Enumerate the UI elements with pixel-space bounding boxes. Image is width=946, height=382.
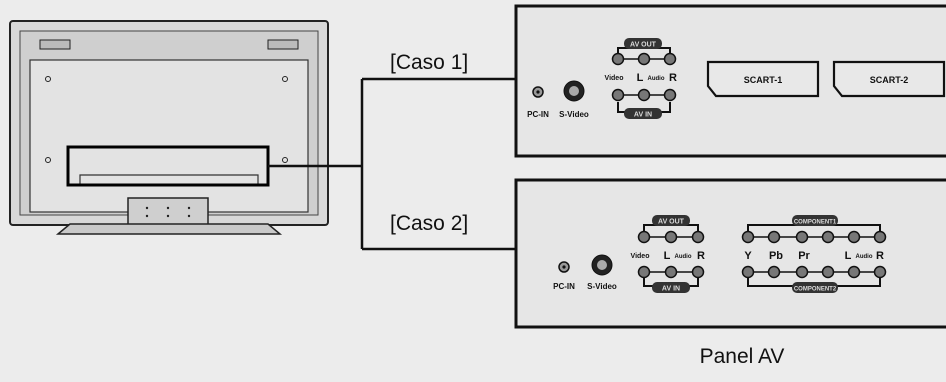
scart2-label: SCART-2	[870, 75, 909, 85]
tv-stand-neck	[127, 197, 209, 227]
component1-tag	[792, 215, 838, 226]
av-out-label: AV OUT	[658, 219, 685, 226]
av-in-label: AV IN	[634, 112, 652, 119]
panel-av-caption: Panel AV	[700, 345, 785, 368]
port-center	[536, 90, 540, 94]
stand-dot	[145, 206, 149, 210]
port-center	[597, 260, 607, 270]
av-out-audio-r-jack-icon	[691, 230, 705, 244]
comp-pb-label: Pb	[769, 250, 783, 262]
screw-icon	[282, 157, 288, 163]
comp-y-label: Y	[744, 250, 752, 262]
tv-stand-base	[55, 223, 283, 235]
av-out-label: AV OUT	[630, 42, 657, 49]
s-video-label: S-Video	[559, 110, 589, 119]
av-out-tag	[652, 215, 690, 226]
stand-dot	[187, 206, 191, 210]
av-in-video-jack-icon	[611, 88, 625, 102]
av-panel-case1: PC-IN S-Video AV OUT AV IN Video L Audio…	[514, 4, 946, 158]
av-in-label: AV IN	[662, 286, 680, 293]
av-in-tag	[624, 108, 662, 119]
stand-dot	[145, 214, 149, 218]
av-out-tag	[624, 38, 662, 49]
audio-r-label: R	[669, 72, 677, 84]
audio-label: Audio	[675, 254, 692, 260]
comp2-pb-jack-icon	[767, 265, 781, 279]
panel2-frame	[514, 178, 946, 329]
comp1-audio-l-jack-icon	[821, 230, 835, 244]
comp1-pb-jack-icon	[767, 230, 781, 244]
comp1-pr-jack-icon	[795, 230, 809, 244]
stand-dot	[166, 214, 170, 218]
comp2-audio-r-jack-icon	[873, 265, 887, 279]
component2-tag	[792, 282, 838, 293]
component2-label: COMPONENT2	[794, 287, 837, 293]
case2-label: [Caso 2]	[390, 212, 468, 235]
audio-l-label: L	[637, 72, 644, 84]
tv-handle-left	[39, 39, 71, 50]
av-out-audio-r-jack-icon	[663, 52, 677, 66]
video-label: Video	[631, 253, 650, 260]
video-label: Video	[605, 75, 624, 82]
tv-handle-right	[267, 39, 299, 50]
comp2-pr-jack-icon	[795, 265, 809, 279]
audio-l-label: L	[664, 250, 671, 262]
stand-dot	[166, 206, 170, 210]
av-out-video-jack-icon	[637, 230, 651, 244]
comp2-audio-l-jack-icon	[821, 265, 835, 279]
av-out-audio-l-jack-icon	[664, 230, 678, 244]
tv-bracket	[79, 174, 259, 185]
scart1-label: SCART-1	[744, 75, 783, 85]
av-in-audio-l-jack-icon	[664, 265, 678, 279]
av-in-video-jack-icon	[637, 265, 651, 279]
av-in-tag	[652, 282, 690, 293]
comp-audio-label: Audio	[856, 254, 873, 260]
audio-r-label: R	[697, 250, 705, 262]
port-center	[562, 265, 566, 269]
connector-lines	[268, 77, 516, 251]
comp2-y-jack-icon	[741, 265, 755, 279]
tv-rear-view	[9, 20, 329, 235]
component1-label: COMPONENT1	[794, 220, 837, 226]
comp1-audio-r-jack-icon	[873, 230, 887, 244]
audio-label: Audio	[648, 76, 665, 82]
port-center	[569, 86, 579, 96]
tv-back-panel	[29, 59, 309, 213]
comp-audio-r-label: R	[876, 250, 884, 262]
pc-in-label: PC-IN	[527, 110, 549, 119]
comp2-audio-mid-jack-icon	[847, 265, 861, 279]
case1-label: [Caso 1]	[390, 51, 468, 74]
pc-in-label: PC-IN	[553, 282, 575, 291]
av-out-audio-l-jack-icon	[637, 52, 651, 66]
screw-icon	[45, 157, 51, 163]
av-in-audio-l-jack-icon	[637, 88, 651, 102]
av-panel-case2: PC-IN S-Video AV OUT AV IN Video L Audio…	[514, 178, 946, 329]
scart1-connector-icon	[706, 60, 820, 98]
scart2-connector-icon	[832, 60, 946, 98]
stand-dot	[187, 214, 191, 218]
s-video-label: S-Video	[587, 282, 617, 291]
comp1-audio-mid-jack-icon	[847, 230, 861, 244]
comp1-y-jack-icon	[741, 230, 755, 244]
av-out-video-jack-icon	[611, 52, 625, 66]
av-in-audio-r-jack-icon	[663, 88, 677, 102]
screw-icon	[45, 76, 51, 82]
comp-pr-label: Pr	[798, 250, 810, 262]
comp-audio-l-label: L	[845, 250, 852, 262]
screw-icon	[282, 76, 288, 82]
av-in-audio-r-jack-icon	[691, 265, 705, 279]
